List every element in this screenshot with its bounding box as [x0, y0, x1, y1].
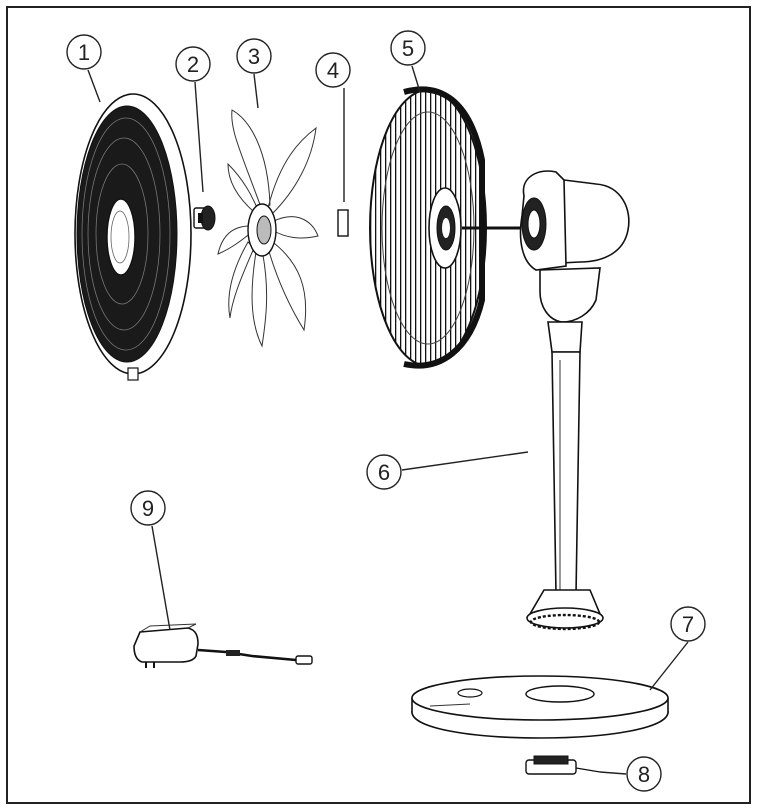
callout-5-label: 5	[402, 36, 414, 61]
part-1-front-grille	[74, 93, 192, 381]
callout-9-label: 9	[142, 496, 154, 521]
callout-6: 6	[366, 454, 402, 490]
part-4-nut	[337, 209, 349, 237]
callout-5: 5	[390, 30, 426, 66]
callout-8-label: 8	[638, 762, 650, 787]
callout-4: 4	[315, 52, 351, 88]
callout-8: 8	[626, 756, 662, 792]
leader-lines	[87, 65, 689, 775]
callout-6-label: 6	[378, 460, 390, 485]
callout-3: 3	[236, 38, 272, 74]
callout-4-label: 4	[327, 58, 339, 83]
callout-7-label: 7	[682, 612, 694, 637]
diagram-border	[6, 6, 751, 804]
callout-9: 9	[130, 490, 166, 526]
callout-2-label: 2	[187, 52, 199, 77]
part-7-base	[411, 675, 669, 739]
callout-1: 1	[66, 34, 102, 70]
part-6-motor-and-pole	[519, 170, 630, 631]
part-9-power-adapter	[133, 623, 313, 668]
part-5-rear-grille	[369, 86, 487, 369]
part-3-fan-blade	[217, 109, 319, 348]
part-2-blade-cap	[193, 205, 216, 231]
callout-7: 7	[670, 606, 706, 642]
callout-3-label: 3	[248, 44, 260, 69]
callout-1-label: 1	[78, 40, 90, 65]
part-8-locking-nut	[525, 755, 601, 775]
callout-2: 2	[175, 46, 211, 82]
